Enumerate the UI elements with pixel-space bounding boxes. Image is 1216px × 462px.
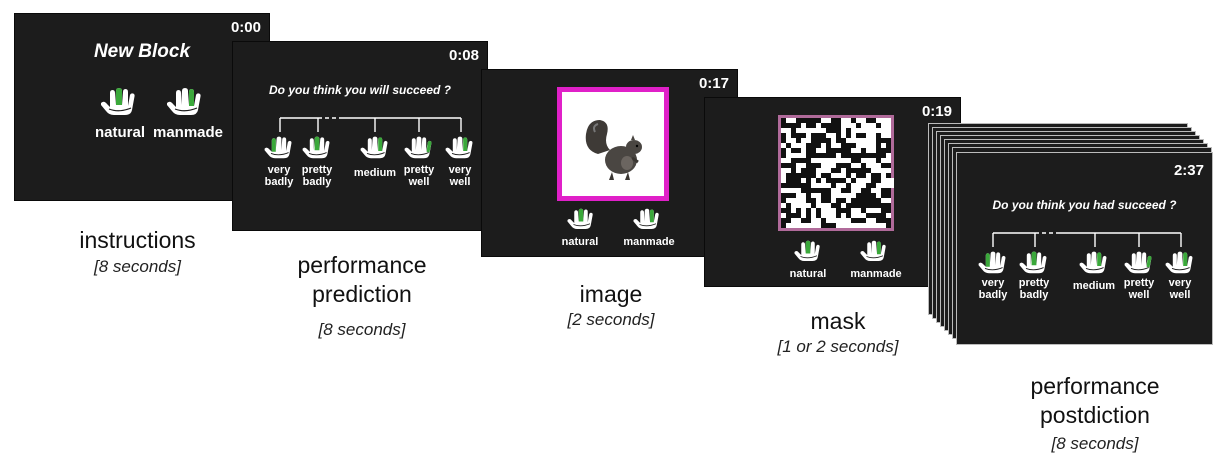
hand-icon xyxy=(1164,250,1196,274)
hand-icon xyxy=(793,239,823,262)
caption-line: performance xyxy=(297,252,427,278)
stimulus-frame xyxy=(557,87,669,201)
hand-icon xyxy=(263,135,295,159)
caption-line: performance xyxy=(1030,373,1160,399)
hand-icon xyxy=(1078,250,1110,274)
choice-natural-label: natural xyxy=(94,124,145,141)
hand-icon xyxy=(403,135,435,159)
timer: 0:17 xyxy=(698,75,729,92)
choice-natural-label: natural xyxy=(561,236,599,248)
option-line: pretty xyxy=(301,164,333,176)
option-medium: medium xyxy=(345,167,405,180)
option-line: pretty xyxy=(403,164,435,176)
new-block-heading: New Block xyxy=(93,41,191,62)
option-line: badly xyxy=(302,175,332,188)
hand-icon xyxy=(977,250,1009,274)
option-line: very xyxy=(981,277,1005,289)
hand-icon xyxy=(632,207,662,230)
option-line: well xyxy=(408,175,430,188)
step-duration: [8 seconds] xyxy=(94,257,181,276)
hand-icon xyxy=(1018,250,1050,274)
prediction-screen: 0:08 Do you think you will succeed ? ver… xyxy=(232,41,488,231)
step-duration: [1 or 2 seconds] xyxy=(777,337,899,356)
mask-screen: 0:19 natural manmade xyxy=(704,97,961,287)
option-line: badly xyxy=(978,288,1008,301)
option-line: very xyxy=(448,164,472,176)
timer: 0:19 xyxy=(921,103,952,120)
hand-icon xyxy=(359,135,391,159)
hand-icon xyxy=(566,207,596,230)
choice-manmade-label: manmade xyxy=(850,268,902,280)
squirrel-icon xyxy=(585,120,642,180)
step-duration: [2 seconds] xyxy=(567,310,655,329)
option-line: badly xyxy=(1019,288,1049,301)
option-line: very xyxy=(1168,277,1192,289)
caption-line: postdiction xyxy=(1040,401,1150,428)
hand-icon xyxy=(1123,250,1155,274)
option-line: medium xyxy=(353,167,397,179)
choice-manmade-label: manmade xyxy=(152,124,224,141)
option-medium: medium xyxy=(1064,280,1124,293)
timer: 0:00 xyxy=(230,19,261,36)
instructions-screen: 0:00 New Block natural manmade xyxy=(14,13,270,201)
postdiction-screen: 2:37 Do you think you had succeed ? very… xyxy=(956,152,1213,345)
option-line: pretty xyxy=(1123,277,1155,289)
step-caption: mask xyxy=(810,308,866,334)
step-caption: image xyxy=(579,281,643,307)
noise-mask-image xyxy=(778,115,894,231)
image-screen: 0:17 natural manmade xyxy=(481,69,738,257)
option-line: badly xyxy=(264,175,294,188)
caption-line: prediction xyxy=(312,280,412,307)
rating-scale-brace xyxy=(992,232,1182,247)
option-line: very xyxy=(267,164,291,176)
hand-icon xyxy=(301,135,333,159)
option-line: medium xyxy=(1072,280,1116,292)
option-line: well xyxy=(1128,288,1150,301)
timer: 2:37 xyxy=(1173,162,1204,179)
question-text: Do you think you had succeed ? xyxy=(992,198,1177,212)
timer: 0:08 xyxy=(448,47,479,64)
hand-icon xyxy=(165,86,205,116)
option-line: pretty xyxy=(1018,277,1050,289)
rating-scale-brace xyxy=(279,117,462,132)
hand-icon xyxy=(99,86,139,116)
step-caption: instructions xyxy=(79,227,196,253)
hand-icon xyxy=(444,135,476,159)
choice-natural-label: natural xyxy=(789,268,827,280)
step-duration: [8 seconds] xyxy=(1051,434,1139,453)
choice-manmade-label: manmade xyxy=(623,236,675,248)
hand-icon xyxy=(859,239,889,262)
option-line: well xyxy=(1169,288,1191,301)
question-text: Do you think you will succeed ? xyxy=(268,83,452,97)
step-duration: [8 seconds] xyxy=(318,320,406,339)
option-line: well xyxy=(449,175,471,188)
